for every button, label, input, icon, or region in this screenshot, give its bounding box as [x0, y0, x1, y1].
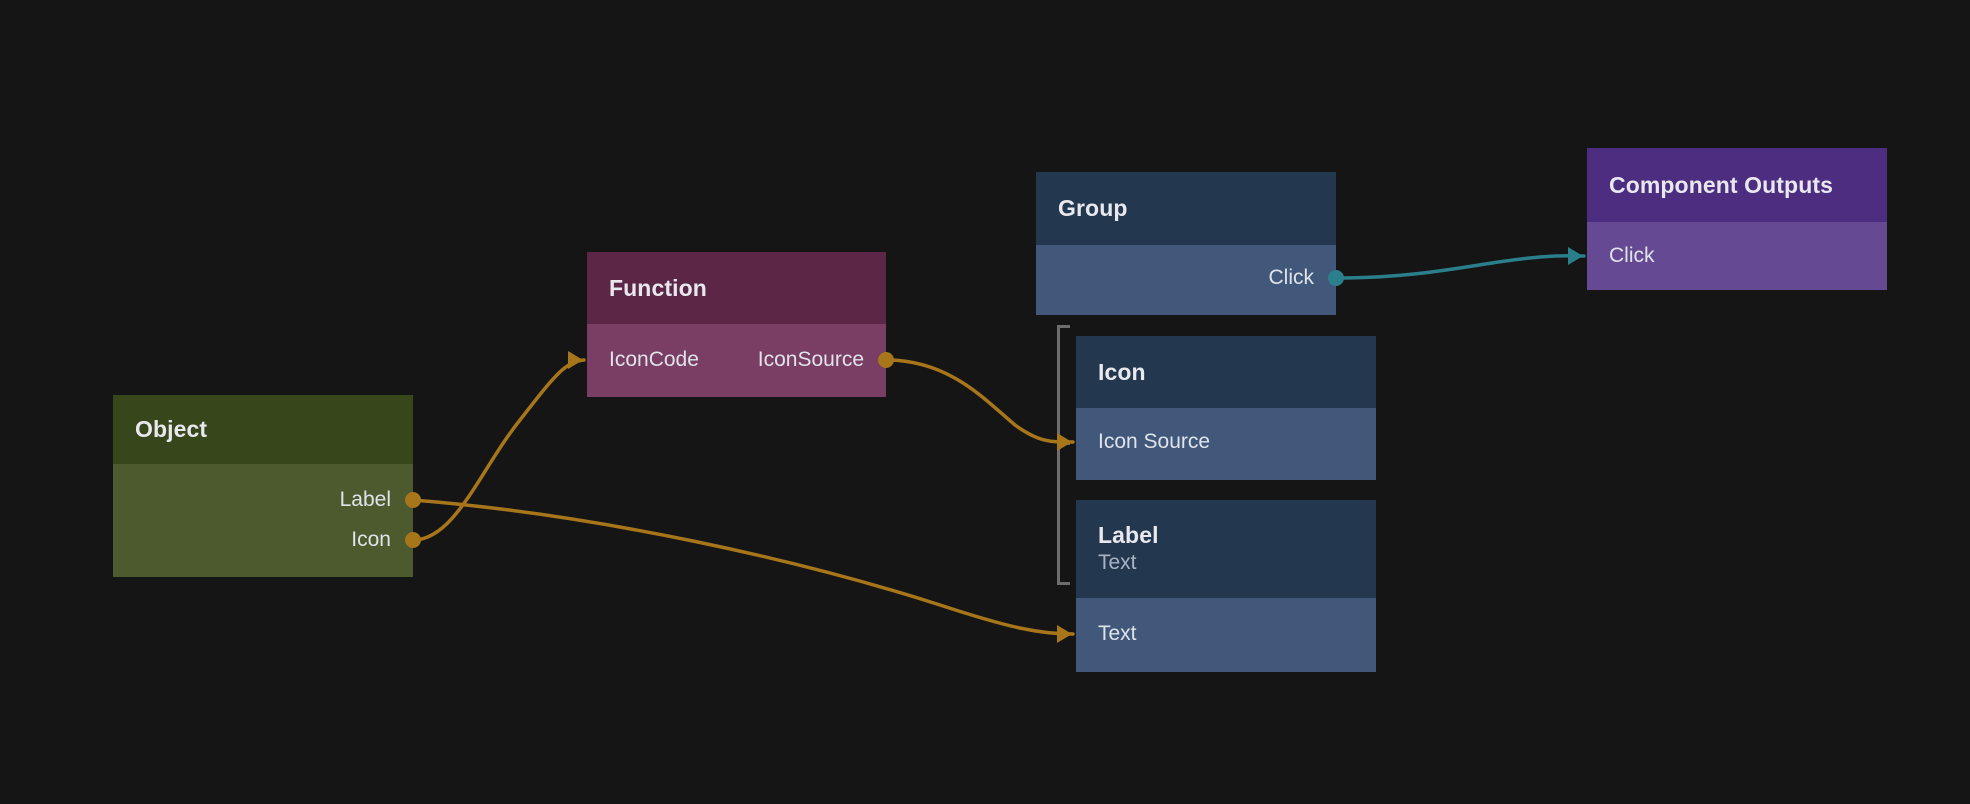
bracket-spine	[1057, 325, 1060, 585]
port-connector-arrow[interactable]	[568, 351, 583, 369]
port-connector-dot[interactable]	[1328, 270, 1344, 286]
wire-label-to-text[interactable]	[411, 498, 1075, 636]
group-children-bracket	[1057, 325, 1071, 585]
node-title-function: Function	[609, 274, 707, 301]
port-label: Text	[1098, 622, 1137, 645]
port-out-object-label[interactable]: Label	[113, 480, 421, 520]
port-in-function-iconcode[interactable]: IconCode	[568, 340, 886, 380]
port-in-component-outputs-click[interactable]: Click	[1568, 236, 1887, 276]
port-label: Icon Source	[1098, 430, 1211, 453]
port-connector-dot[interactable]	[405, 492, 421, 508]
port-out-group-click[interactable]: Click	[1036, 258, 1344, 298]
node-title-label: Label	[1098, 521, 1159, 548]
port-out-function-iconsource[interactable]: IconSource	[587, 340, 894, 380]
node-body-label: Text	[1057, 598, 1376, 672]
node-subtitle-label: Text	[1098, 551, 1137, 575]
node-header-icon[interactable]: Icon	[1076, 336, 1376, 408]
node-body-icon: Icon Source	[1057, 408, 1376, 480]
port-connector-dot[interactable]	[405, 532, 421, 548]
port-label: Click	[1609, 244, 1655, 267]
port-label: Click	[1268, 266, 1315, 289]
node-title-group: Group	[1058, 195, 1128, 222]
port-connector-dot[interactable]	[878, 352, 894, 368]
node-title-component-outputs: Component Outputs	[1609, 171, 1833, 198]
bracket-tick-0	[1057, 325, 1070, 328]
port-connector-arrow[interactable]	[1057, 625, 1072, 643]
port-label: IconCode	[609, 348, 699, 371]
port-label: Label	[339, 488, 391, 511]
node-title-object: Object	[135, 416, 208, 443]
port-connector-arrow[interactable]	[1568, 247, 1583, 265]
node-header-component-outputs[interactable]: Component Outputs	[1587, 148, 1887, 222]
wire-iconsource-to-iconsource[interactable]	[884, 358, 1075, 444]
port-connector-arrow[interactable]	[1057, 433, 1072, 451]
wire-icon-to-iconcode[interactable]	[411, 358, 586, 542]
node-title-icon: Icon	[1098, 358, 1146, 385]
port-label: IconSource	[757, 348, 864, 371]
node-body-function: IconCode IconSource	[568, 324, 894, 397]
port-in-label-text[interactable]: Text	[1057, 614, 1376, 654]
port-label: Icon	[351, 528, 391, 551]
node-body-group: Click	[1036, 245, 1344, 315]
node-body-component-outputs: Click	[1568, 222, 1887, 290]
bracket-tick-2	[1057, 582, 1070, 585]
node-header-group[interactable]: Group	[1036, 172, 1336, 245]
port-out-object-icon[interactable]: Icon	[113, 520, 421, 560]
wire-click-to-click[interactable]	[1334, 254, 1586, 280]
node-header-object[interactable]: Object	[113, 395, 413, 464]
node-header-function[interactable]: Function	[587, 252, 886, 324]
port-in-icon-icon-source[interactable]: Icon Source	[1057, 422, 1376, 462]
